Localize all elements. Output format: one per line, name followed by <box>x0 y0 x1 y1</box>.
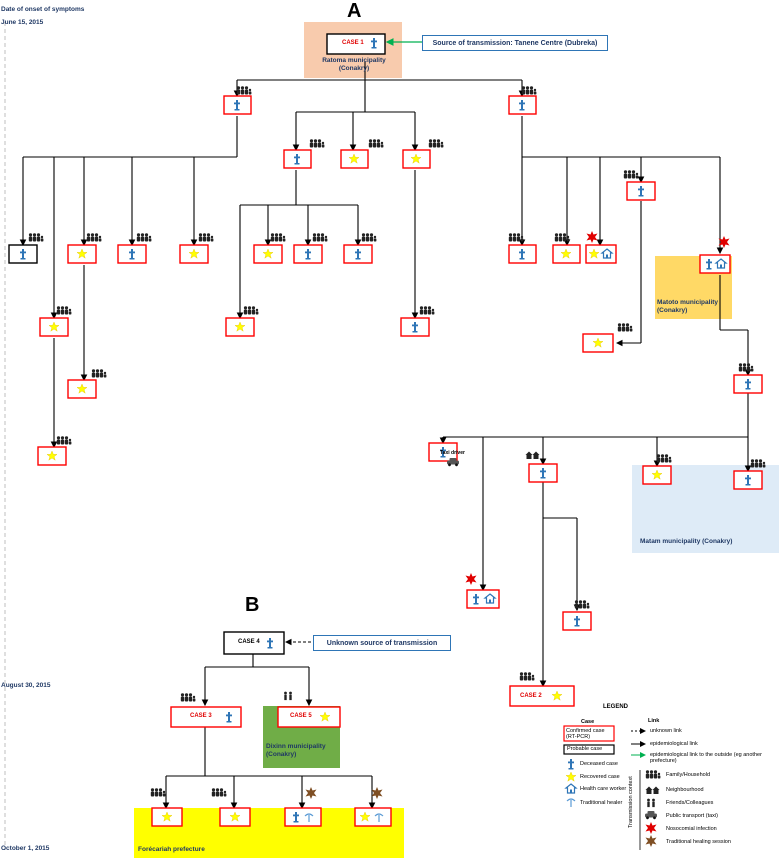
legend-graphics <box>563 725 661 850</box>
case-1-box[interactable] <box>326 33 386 55</box>
legend-recovered: Recovered case <box>580 774 620 780</box>
legend-confirmed: Confirmed case (RT-PCR) <box>566 728 605 740</box>
timeline-date-mid: August 30, 2015 <box>1 682 51 689</box>
case-2-box[interactable] <box>509 685 575 707</box>
case-node[interactable] <box>699 254 731 274</box>
case-5-label: CASE 5 <box>290 713 312 719</box>
legend-healing: Traditional healing session <box>666 839 731 845</box>
panel-a-label: A <box>347 0 362 22</box>
case-3-label: CASE 3 <box>190 713 212 719</box>
taxi-driver-tag: Taxi driver <box>440 450 465 456</box>
timeline-title: Date of onset of symptoms <box>1 6 85 13</box>
legend-hcw: Health care worker <box>580 786 627 792</box>
case-1-label: CASE 1 <box>342 40 364 46</box>
case-icons <box>20 38 751 823</box>
case-node[interactable] <box>585 244 617 264</box>
legend-case-header: Case <box>581 719 595 725</box>
timeline-date-start: June 15, 2015 <box>1 19 44 26</box>
ratoma-label: Ratoma municipality (Conakry) <box>322 57 386 72</box>
legend-context-title: Transmission context <box>628 776 634 828</box>
case-4-box[interactable] <box>223 631 285 655</box>
legend-nosocomial: Nosocomial infection <box>666 826 717 832</box>
dixinn-label: Dixinn municipality (Conakry) <box>266 743 326 758</box>
legend-epi-link: epidemiological link <box>650 741 698 747</box>
legend-outside-link: epidemiological link to the outside (eg … <box>650 752 762 764</box>
case-3-box[interactable] <box>170 706 242 728</box>
legend-neighbourhood: Neighbourhood <box>666 787 704 793</box>
matoto-label: Matoto municipality (Conakry) <box>657 299 719 314</box>
case-node[interactable] <box>466 589 500 609</box>
legend-deceased: Deceased case <box>580 761 618 767</box>
legend-transport: Public transport (taxi) <box>666 813 718 819</box>
legend-unknown-link: unknown link <box>650 728 682 734</box>
source-tanene-box: Source of transmission: Tanene Centre (D… <box>422 35 608 51</box>
legend-title: LEGEND <box>603 704 629 710</box>
timeline-date-end: October 1, 2015 <box>1 845 50 852</box>
panel-b-label: B <box>245 594 260 616</box>
case-node[interactable] <box>284 807 322 827</box>
case-5-box[interactable] <box>277 706 341 728</box>
source-unknown-box: Unknown source of transmission <box>313 635 451 651</box>
legend-probable: Probable case <box>567 746 603 752</box>
legend-link-header: Link <box>648 718 660 724</box>
legend-family: Family/Household <box>666 772 711 778</box>
case-2-label: CASE 2 <box>520 693 542 699</box>
case-node[interactable] <box>354 807 392 827</box>
case-4-label: CASE 4 <box>238 639 260 645</box>
legend-friends: Friends/Colleagues <box>666 800 714 806</box>
legend-healer: Traditional healer <box>580 800 623 806</box>
matam-label: Matam municipality (Conakry) <box>640 538 733 545</box>
panel-b-links <box>162 638 376 810</box>
panel-a-links <box>19 62 752 688</box>
forecariah-label: Forécariah prefecture <box>138 846 205 853</box>
